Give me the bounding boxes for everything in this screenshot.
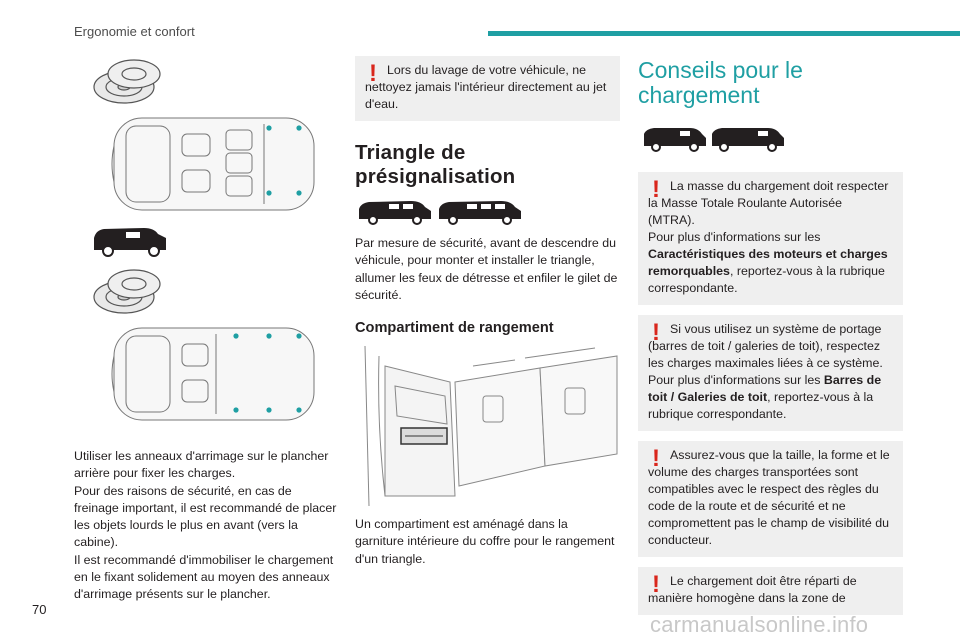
load-distribution-warning-box: ! Le chargement doit être réparti de man…	[638, 567, 903, 615]
roof-load-warning-reference: Pour plus d'informations sur les Barres …	[648, 373, 882, 421]
van-top-view-icon	[111, 327, 315, 421]
load-floor-rings-diagram-1	[93, 59, 315, 211]
long-mpv-silhouette-icon	[439, 201, 521, 225]
warning-icon: !	[652, 319, 660, 346]
mass-warning-text: La masse du chargement doit respecter la…	[648, 179, 889, 227]
reference-link: Barres de toit / Galeries de toit	[648, 373, 882, 404]
column-middle: ! Lors du lavage de votre véhicule, ne n…	[355, 50, 620, 568]
van-silhouettes-icon	[644, 128, 784, 152]
page-number: 70	[32, 602, 47, 617]
mass-warning-box: ! La masse du chargement doit respecter …	[638, 172, 903, 305]
washing-warning-text: Lors du lavage de votre véhicule, ne net…	[365, 63, 607, 111]
vehicle-silhouettes-icon	[359, 201, 521, 225]
roof-load-warning-box: ! Si vous utilisez un système de portage…	[638, 315, 903, 431]
load-rings-paragraph: Utiliser les anneaux d'arrimage sur le p…	[74, 449, 337, 602]
spare-wheel-icon	[93, 269, 161, 314]
spare-wheel-icon	[93, 59, 161, 104]
load-distribution-warning-text: Le chargement doit être réparti de maniè…	[648, 574, 857, 605]
warning-icon: !	[369, 60, 377, 87]
reference-link: Caractéristiques des moteurs et charges …	[648, 247, 888, 278]
compartment-heading: Compartiment de rangement	[355, 320, 554, 337]
compartment-paragraph: Un compartiment est aménagé dans la garn…	[355, 517, 615, 566]
warning-icon: !	[652, 176, 660, 203]
van-side-silhouette-icon	[94, 228, 166, 257]
column-left: Utiliser les anneaux d'arrimage sur le p…	[74, 50, 339, 604]
anchor-ring-markers	[233, 333, 302, 413]
page-header: Ergonomie et confort	[0, 0, 960, 44]
triangle-paragraph: Par mesure de sécurité, avant de descend…	[355, 236, 618, 302]
mass-warning-reference: Pour plus d'informations sur les Caracté…	[648, 230, 888, 295]
washing-warning-box: ! Lors du lavage de votre véhicule, ne n…	[355, 56, 620, 121]
roof-load-warning-text: Si vous utilisez un système de portage (…	[648, 322, 883, 370]
load-size-warning-text: Assurez-vous que la taille, la forme et …	[648, 448, 890, 547]
load-floor-rings-diagram-2	[93, 269, 315, 421]
triangle-heading: Triangle de présignalisation	[355, 141, 516, 188]
loading-advice-heading: Conseils pour le chargement	[638, 57, 803, 108]
warning-icon: !	[652, 445, 660, 472]
mpv-silhouette-icon	[359, 201, 431, 225]
warning-icon: !	[652, 571, 660, 598]
header-accent-bar	[488, 31, 960, 36]
section-title: Ergonomie et confort	[74, 24, 195, 39]
long-van-silhouette-icon	[712, 128, 784, 152]
storage-compartment-illustration	[355, 346, 620, 507]
column-right: Conseils pour le chargement ! La masse d…	[638, 50, 903, 615]
watermark: carmanualsonline.info	[650, 612, 869, 637]
short-van-silhouette-icon	[644, 128, 706, 152]
anchor-ring-markers	[266, 125, 302, 196]
load-size-warning-box: ! Assurez-vous que la taille, la forme e…	[638, 441, 903, 557]
van-top-view-icon	[111, 117, 315, 211]
